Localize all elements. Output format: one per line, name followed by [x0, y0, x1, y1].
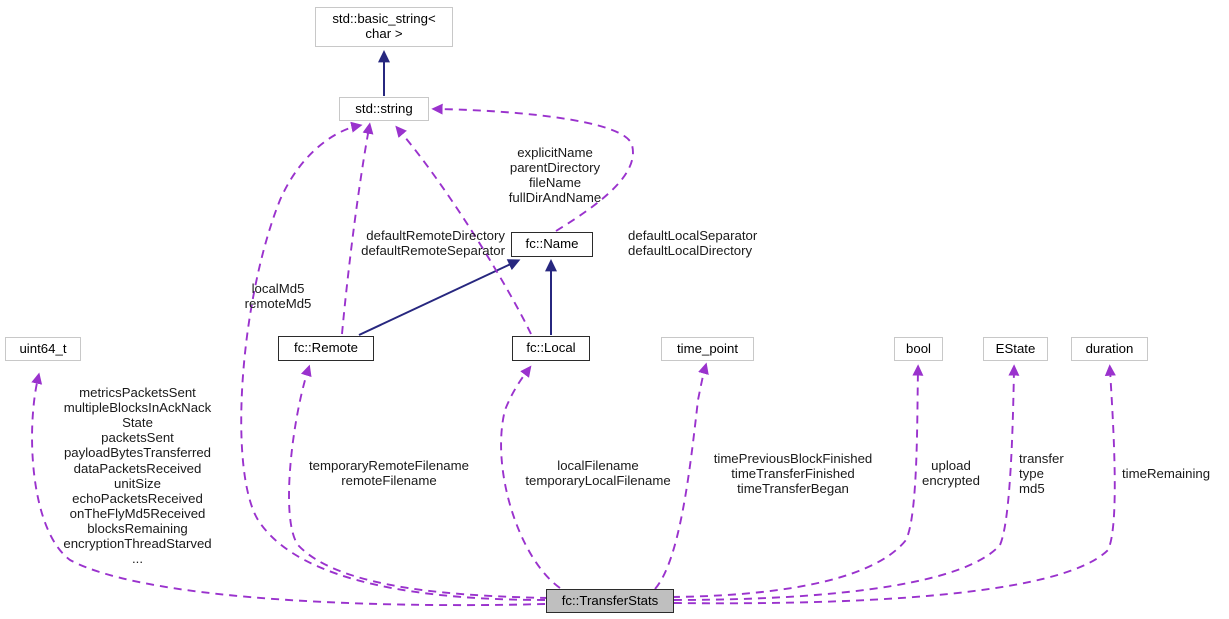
node-fc-name[interactable]: fc::Name: [511, 232, 593, 257]
edge-label-transferstats-to-fc-local: localFilename temporaryLocalFilename: [525, 458, 671, 489]
edge-label-fc-name-to-std-string: explicitName parentDirectory fileName fu…: [508, 145, 602, 206]
edge-label-fc-local-to-std-string: defaultLocalSeparator defaultLocalDirect…: [628, 228, 758, 259]
edge-label-transferstats-to-uint64: metricsPacketsSent multipleBlocksInAckNa…: [63, 385, 212, 567]
edge-label-transferstats-to-duration: timeRemaining: [1122, 466, 1211, 481]
node-time-point[interactable]: time_point: [661, 337, 754, 361]
node-std-string[interactable]: std::string: [339, 97, 429, 121]
node-bool[interactable]: bool: [894, 337, 943, 361]
node-uint64-t[interactable]: uint64_t: [5, 337, 81, 361]
node-std-basic-string[interactable]: std::basic_string< char >: [315, 7, 453, 47]
node-fc-local[interactable]: fc::Local: [512, 336, 590, 361]
edge-label-transferstats-to-fc-remote: temporaryRemoteFilename remoteFilename: [308, 458, 469, 489]
node-fc-remote[interactable]: fc::Remote: [278, 336, 374, 361]
node-estate[interactable]: EState: [983, 337, 1048, 361]
edge-fc-remote-to-fc-name: [358, 259, 521, 336]
edge-label-transferstats-to-time-point: timePreviousBlockFinished timeTransferFi…: [713, 451, 873, 497]
edge-label-fc-remote-to-std-string: defaultRemoteDirectory defaultRemoteSepa…: [361, 228, 505, 259]
edge-label-transferstats-to-std-string: localMd5 remoteMd5: [244, 281, 312, 312]
node-duration[interactable]: duration: [1071, 337, 1148, 361]
node-fc-transferstats[interactable]: fc::TransferStats: [546, 589, 674, 613]
edge-label-transferstats-to-estate: transfer type md5: [1019, 451, 1064, 497]
edge-label-transferstats-to-bool: upload encrypted: [921, 458, 980, 489]
